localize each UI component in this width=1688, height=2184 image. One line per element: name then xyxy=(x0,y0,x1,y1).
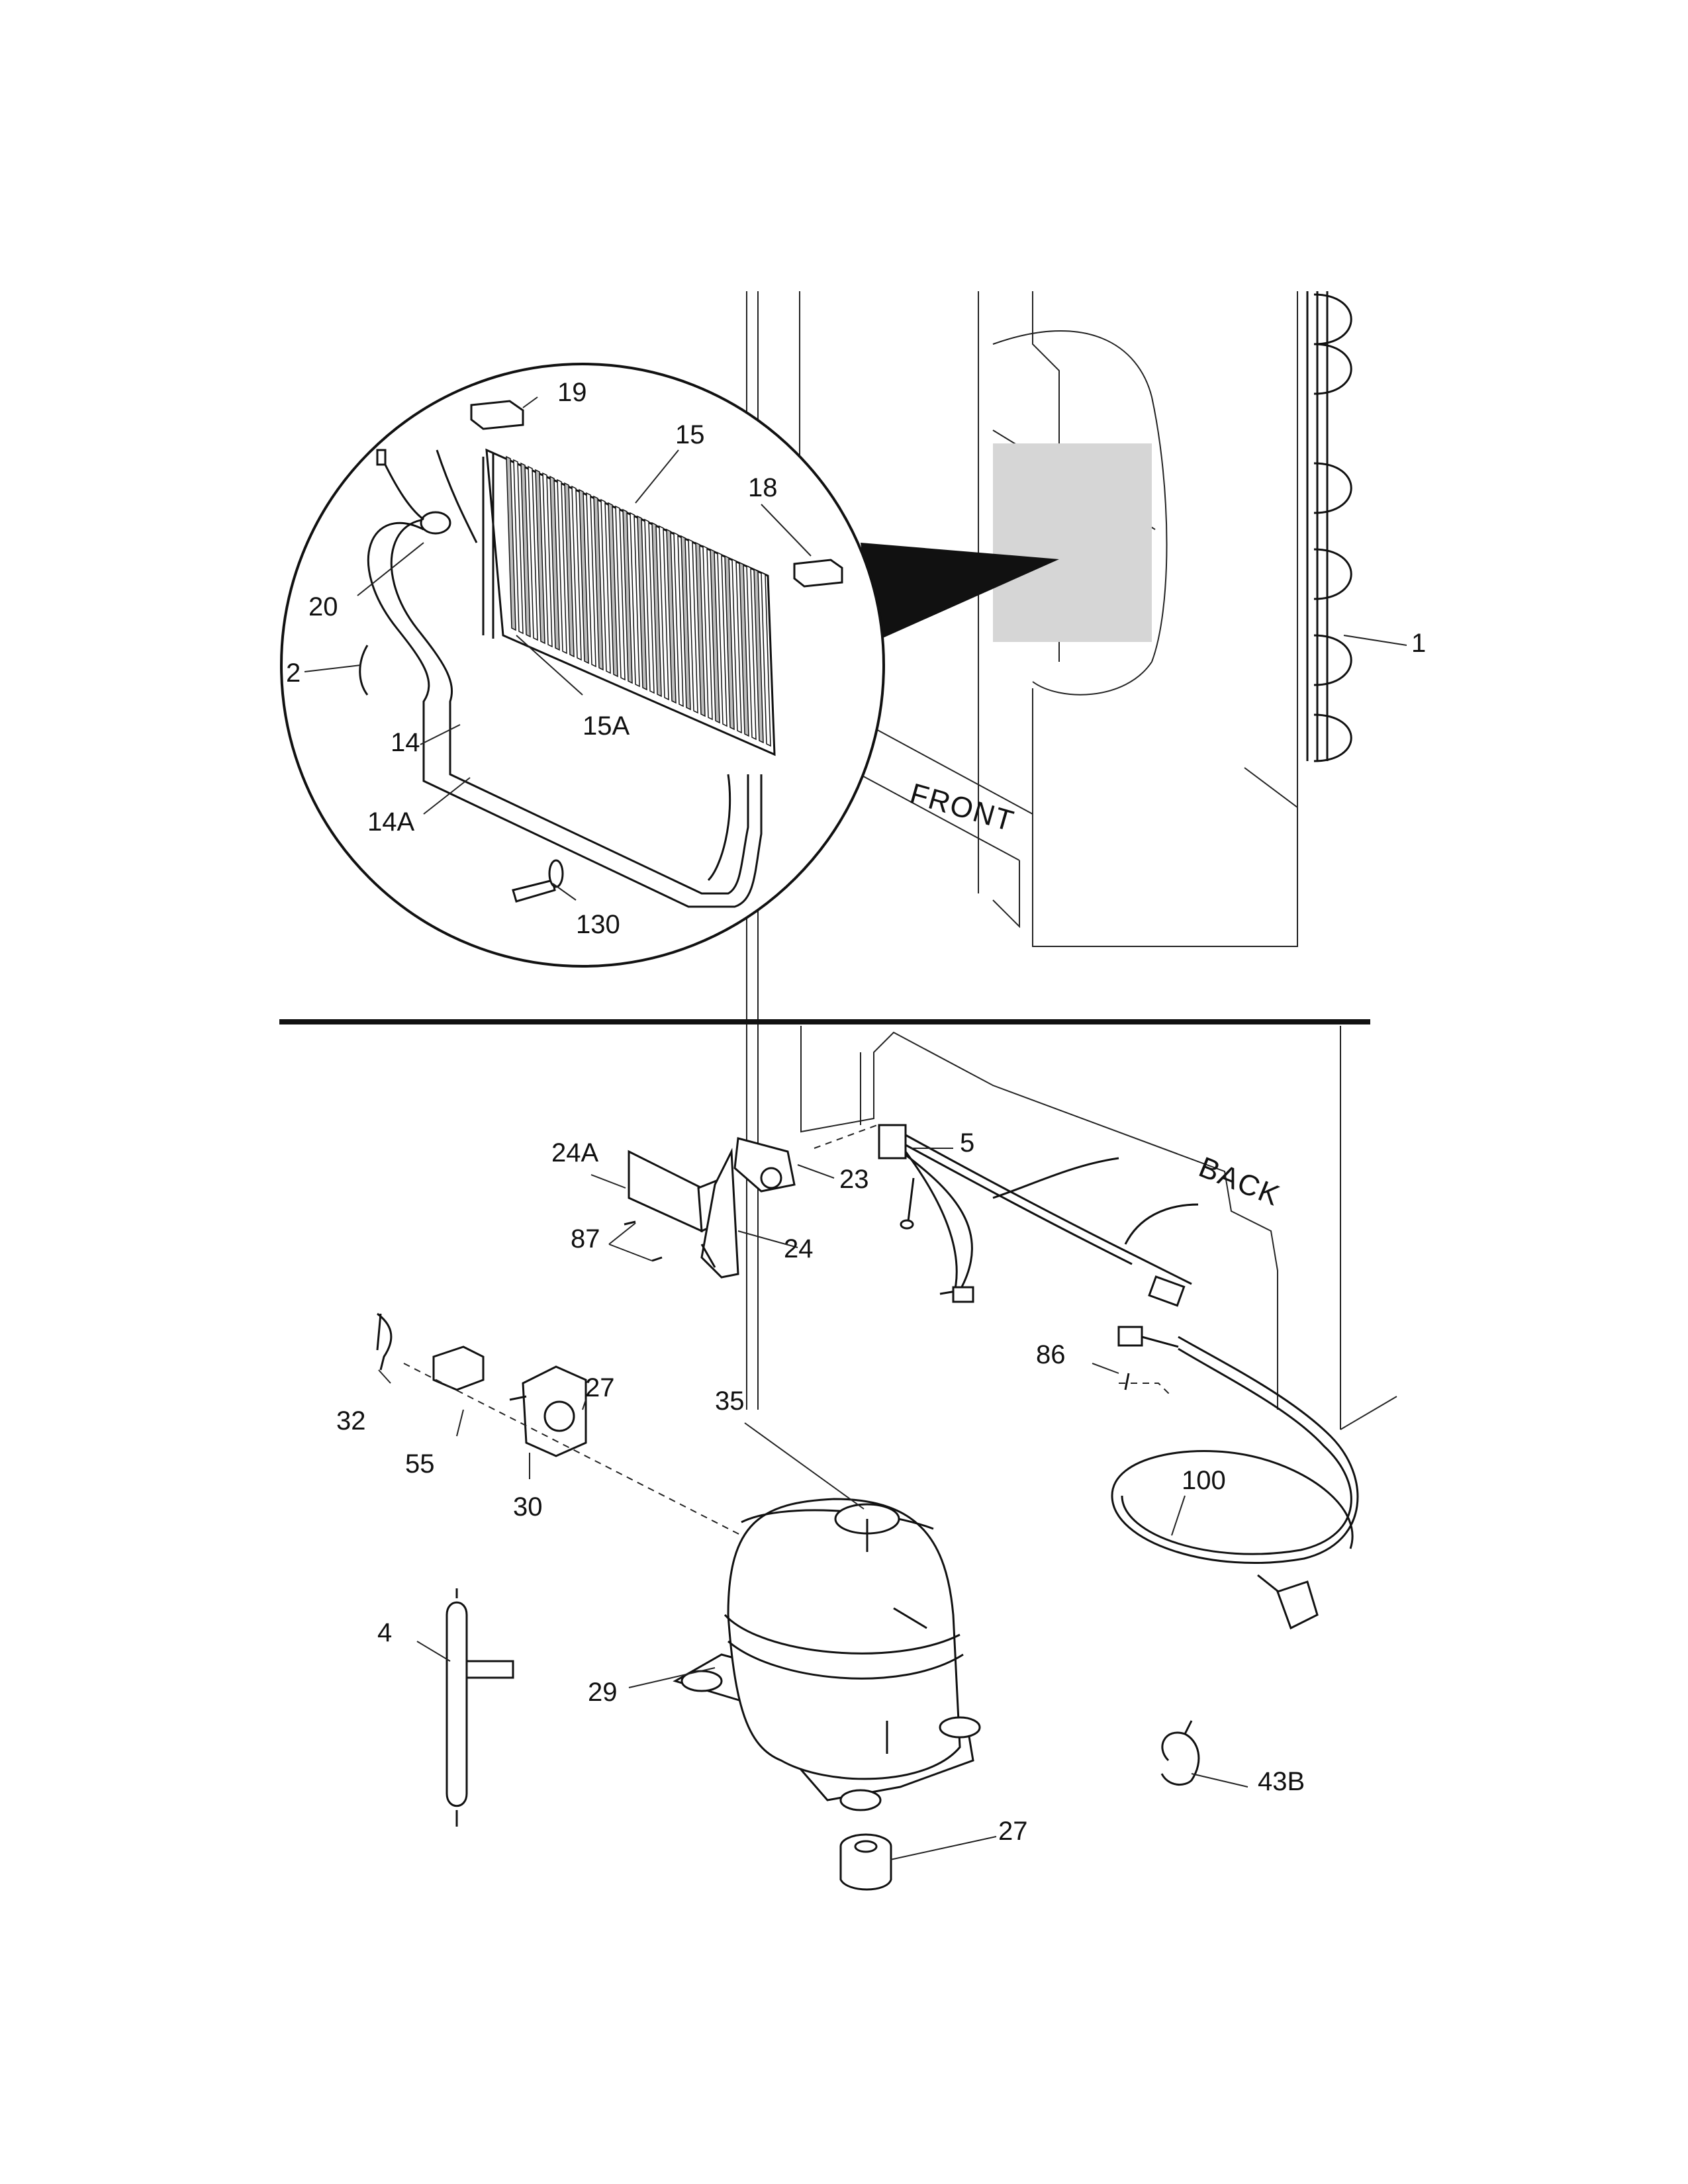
evaporator-fin xyxy=(549,475,560,651)
evaporator-fin xyxy=(513,459,524,635)
callout-27-lower: 27 xyxy=(998,1817,1028,1846)
evaporator-fin xyxy=(571,485,582,661)
callout-14a: 14A xyxy=(367,807,414,837)
callout-27-upper: 27 xyxy=(585,1373,615,1402)
cord-clamp-icon xyxy=(1160,1720,1200,1786)
callout-24: 24 xyxy=(784,1234,814,1263)
defrost-timer-icon xyxy=(624,1137,796,1279)
callout-14: 14 xyxy=(391,728,420,757)
evaporator-fin xyxy=(710,548,720,724)
evaporator-fin xyxy=(586,492,596,668)
evaporator-fin xyxy=(520,462,531,638)
callout-23: 23 xyxy=(839,1165,869,1194)
evaporator-fin xyxy=(600,498,611,674)
evaporator-icon xyxy=(482,448,776,756)
callout-5: 5 xyxy=(960,1128,974,1158)
evaporator-fin xyxy=(717,551,727,727)
top-callouts: 19 15 18 20 2 15A 14 14A 130 1 xyxy=(286,378,1426,939)
drier-icon xyxy=(445,1588,514,1827)
back-label: BACK xyxy=(1194,1151,1285,1212)
callout-55: 55 xyxy=(405,1449,435,1479)
detail-pointer xyxy=(861,543,1059,642)
evaporator-fin xyxy=(579,488,589,664)
evaporator-fin xyxy=(688,538,698,714)
evaporator-fin xyxy=(528,465,538,641)
callout-1: 1 xyxy=(1411,629,1426,658)
bottom-callouts: 5 24A 23 87 24 27 32 55 30 35 86 100 4 2… xyxy=(336,1128,1305,1860)
drain-tube-icon xyxy=(512,859,564,903)
evaporator-fin xyxy=(644,518,655,694)
evaporator-fin xyxy=(761,571,771,747)
callout-15a: 15A xyxy=(583,711,630,741)
callout-86: 86 xyxy=(1036,1340,1066,1369)
evaporator-fin xyxy=(739,561,749,737)
callout-30: 30 xyxy=(513,1492,543,1522)
overload-relay-icon xyxy=(376,1312,587,1457)
callout-2: 2 xyxy=(286,659,301,688)
evaporator-fin xyxy=(731,558,742,734)
evaporator-fin xyxy=(535,469,545,645)
callout-100: 100 xyxy=(1182,1466,1226,1495)
defrost-heater-icon xyxy=(367,518,763,908)
compressor-icon xyxy=(673,1498,981,1811)
callout-130: 130 xyxy=(576,910,620,939)
evaporator-fin xyxy=(651,522,662,698)
evaporator-fin xyxy=(659,525,669,701)
grommet-icon xyxy=(839,1833,892,1891)
guide-line-4 xyxy=(1119,1383,1172,1397)
cabinet-outline xyxy=(746,291,1298,1410)
callout-15: 15 xyxy=(675,420,705,449)
retainer-clip-icon xyxy=(359,645,369,696)
evaporator-fin xyxy=(622,508,633,684)
evaporator-fin xyxy=(630,512,640,688)
evaporator-fin xyxy=(564,482,575,658)
evaporator-fin xyxy=(542,472,553,648)
callout-32: 32 xyxy=(336,1406,366,1435)
insulation-block-18 xyxy=(793,559,843,588)
callout-29: 29 xyxy=(588,1678,618,1707)
evaporator-fin xyxy=(637,515,647,691)
cabinet-back-outline xyxy=(800,1026,1397,1430)
evaporator-fin xyxy=(666,528,677,704)
wire-harness-icon xyxy=(878,1124,1199,1307)
evaporator-fin xyxy=(746,565,757,741)
evaporator-fin xyxy=(695,541,706,717)
evaporator-fin xyxy=(593,495,604,671)
callout-43b: 43B xyxy=(1258,1767,1305,1796)
evaporator-fin xyxy=(557,478,567,655)
evaporator-fin xyxy=(673,531,684,707)
callout-20: 20 xyxy=(308,592,338,621)
evaporator-fin xyxy=(724,555,735,731)
guide-line-2 xyxy=(814,1124,878,1149)
callout-18: 18 xyxy=(748,473,778,502)
evaporator-fin xyxy=(702,545,713,721)
thermostat-sensor-icon xyxy=(376,449,478,543)
power-cord-icon xyxy=(1111,1326,1359,1630)
evaporator-fin xyxy=(608,502,618,678)
callout-35: 35 xyxy=(715,1387,745,1416)
evaporator-fin xyxy=(506,455,516,631)
callout-4: 4 xyxy=(377,1618,392,1647)
evaporator-fin xyxy=(615,505,626,681)
evaporator-fin xyxy=(680,535,691,711)
evaporator-fin xyxy=(753,568,764,744)
callout-19: 19 xyxy=(557,378,587,407)
callout-24a: 24A xyxy=(551,1138,598,1167)
guide-line-1 xyxy=(403,1363,749,1539)
callout-87: 87 xyxy=(571,1224,600,1253)
condenser-coil-icon xyxy=(1306,291,1352,762)
insulation-block-19 xyxy=(470,400,524,430)
section-divider xyxy=(279,1019,1370,1024)
